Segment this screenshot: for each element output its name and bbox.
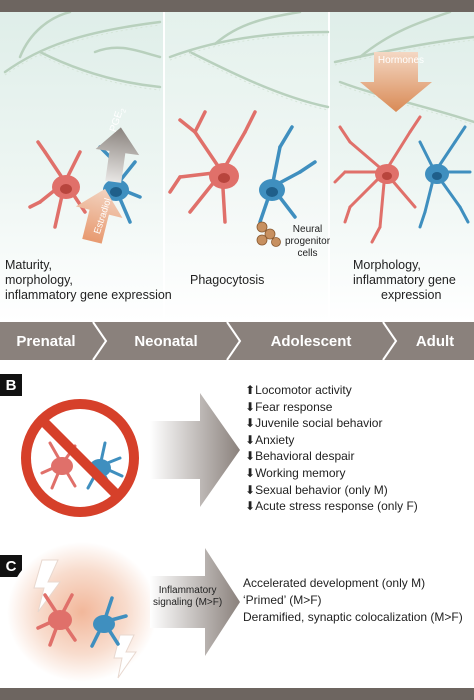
neonatal-caption: Phagocytosis xyxy=(190,273,265,287)
bottom-border xyxy=(0,688,474,700)
arrow-down-icon: ⬇ xyxy=(245,449,256,464)
stage-adult: Adult xyxy=(415,332,455,350)
arrow-down-icon: ⬇ xyxy=(245,399,256,414)
timeline-bar xyxy=(0,322,474,360)
effect-item: ⬇Fear response xyxy=(245,399,333,414)
neural-progenitor-label: Neural progenitor cells xyxy=(285,224,331,259)
effect-item: Accelerated development (only M) xyxy=(243,576,426,590)
panel-c-tag: C xyxy=(0,555,22,577)
hormones-label: Hormones xyxy=(377,55,425,66)
arrow-down-icon: ⬇ xyxy=(245,416,256,431)
top-border xyxy=(0,0,474,12)
inflammatory-signaling-label: Inflammatory signaling (M>F) xyxy=(153,585,223,608)
effect-item: Deramified, synaptic colocalization (M>F… xyxy=(243,610,463,624)
effect-item: ⬇Juvenile social behavior xyxy=(245,416,383,431)
effect-item: ⬇Working memory xyxy=(245,465,346,480)
adult-caption: Morphology, inflammatory gene expression xyxy=(353,258,456,302)
effect-item: ⬇Behavioral despair xyxy=(245,449,355,464)
effect-item: ⬇Sexual behavior (only M) xyxy=(245,482,388,497)
panel-c-illustration xyxy=(7,542,240,682)
panel-b-tag: B xyxy=(0,374,22,396)
development-timeline: Prenatal Neonatal Adolescent Adult xyxy=(0,322,474,360)
arrow-down-icon: ⬇ xyxy=(245,432,256,447)
stage-adolescent: Adolescent xyxy=(270,332,352,350)
arrow-down-icon: ⬇ xyxy=(245,499,256,514)
prenatal-caption: Maturity, morphology, inflammatory gene … xyxy=(5,258,172,302)
arrow-down-icon: ⬇ xyxy=(245,482,256,497)
panel-b-illustration xyxy=(21,393,240,517)
effect-item: ⬇Acute stress response (only F) xyxy=(245,499,418,514)
effect-item: ⬇Anxiety xyxy=(245,432,295,447)
effect-item: ⬆Locomotor activity xyxy=(245,383,352,397)
arrow-down-icon: ⬇ xyxy=(245,465,256,480)
panel-b-effects-list: ⬆Locomotor activity ⬇Fear response ⬇Juve… xyxy=(245,382,418,515)
stage-prenatal: Prenatal xyxy=(16,332,76,350)
stage-neonatal: Neonatal xyxy=(134,332,198,350)
panel-c-effects-list: Accelerated development (only M) ‘Primed… xyxy=(243,575,463,626)
panel-a-illustration xyxy=(0,12,474,322)
effect-item: ‘Primed’ (M>F) xyxy=(243,593,322,607)
arrow-up-icon: ⬆ xyxy=(245,383,256,397)
